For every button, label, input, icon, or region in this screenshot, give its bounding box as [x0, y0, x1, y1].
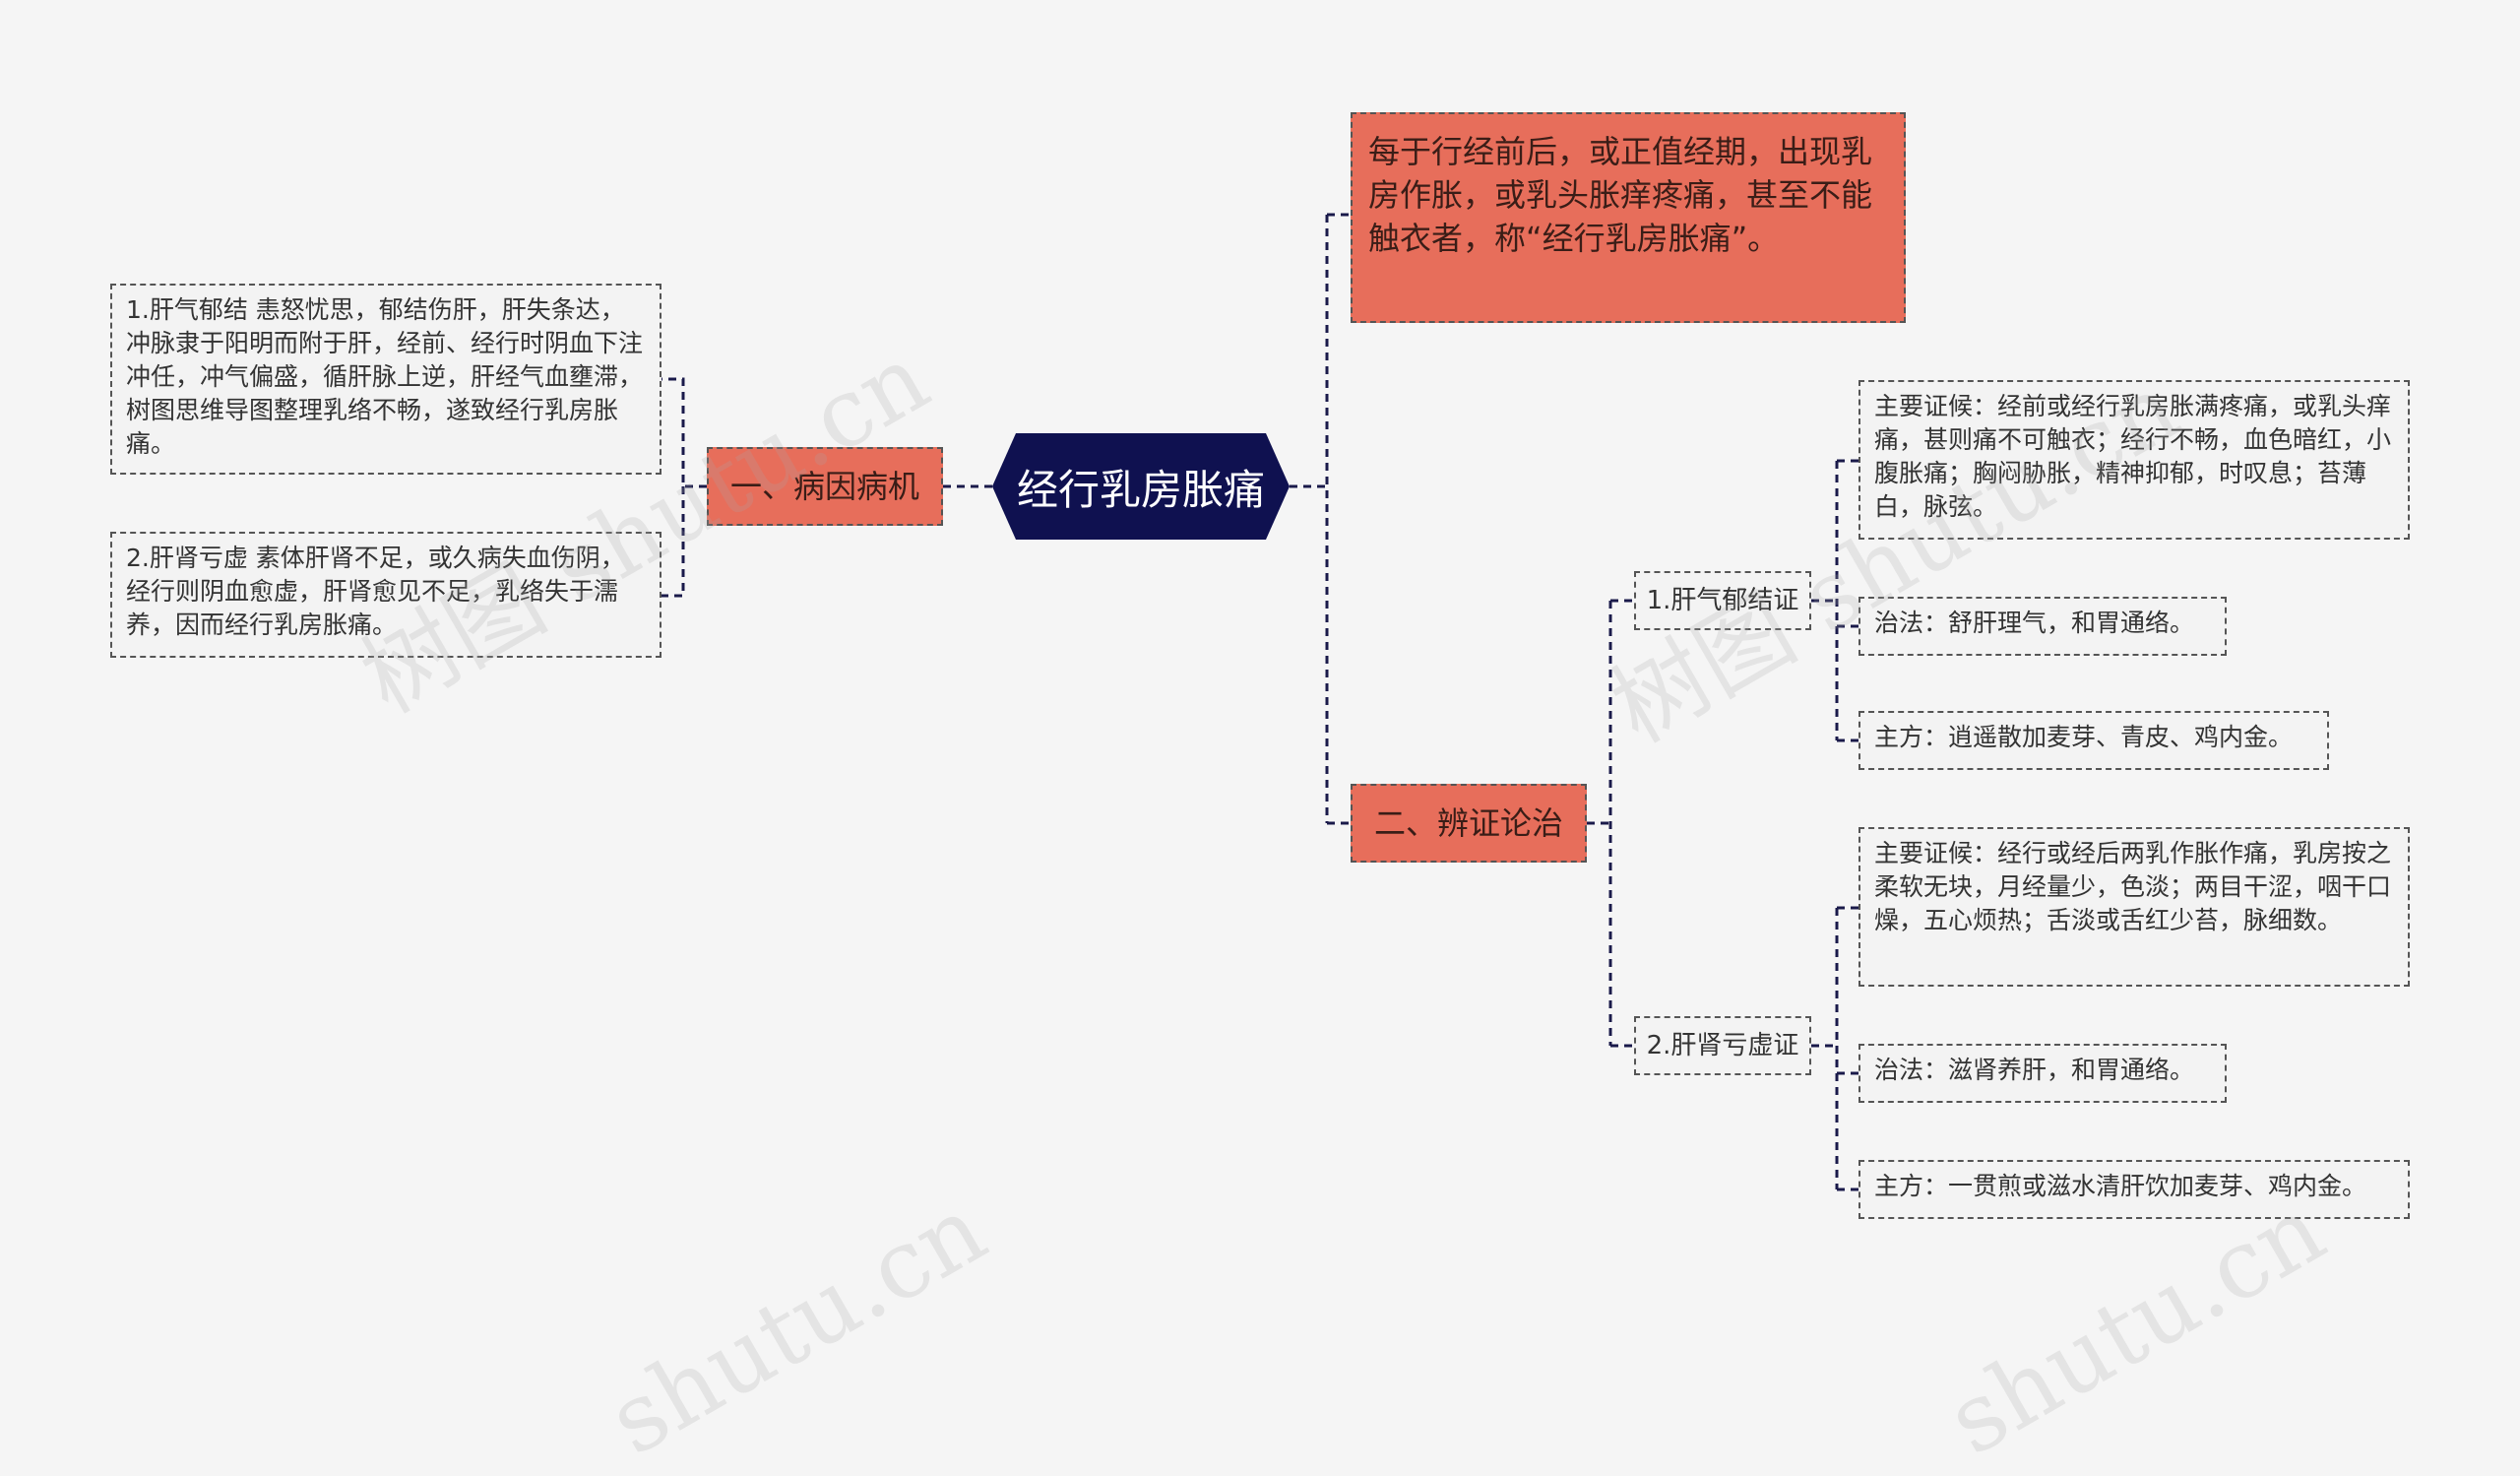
sub-liver-kidney-syndrome[interactable]: 2.肝肾亏虚证: [1634, 1016, 1811, 1075]
branch1-label: 一、病因病机: [729, 468, 919, 505]
sub1-item-symptoms[interactable]: 主要证候：经前或经行乳房胀满疼痛，或乳头痒痛，甚则痛不可触衣；经行不畅，血色暗红…: [1858, 380, 2410, 540]
branch1-item-liver-kidney[interactable]: 2.肝肾亏虚 素体肝肾不足，或久病失血伤阴，经行则阴血愈虚，肝肾愈见不足，乳络失…: [110, 532, 662, 658]
sub2-item-symptoms[interactable]: 主要证候：经行或经后两乳作胀作痛，乳房按之柔软无块，月经量少，色淡；两目干涩，咽…: [1858, 827, 2410, 987]
branch-cause-mechanism[interactable]: 一、病因病机: [707, 447, 943, 526]
sub2-item1-text: 主要证候：经行或经后两乳作胀作痛，乳房按之柔软无块，月经量少，色淡；两目干涩，咽…: [1874, 839, 2392, 934]
sub2-item3-text: 主方：一贯煎或滋水清肝饮加麦芽、鸡内金。: [1874, 1172, 2367, 1200]
sub-liver-qi-syndrome[interactable]: 1.肝气郁结证: [1634, 571, 1811, 630]
sub1-item-treatment[interactable]: 治法：舒肝理气，和胃通络。: [1858, 597, 2227, 656]
sub1-item1-text: 主要证候：经前或经行乳房胀满疼痛，或乳头痒痛，甚则痛不可触衣；经行不畅，血色暗红…: [1874, 392, 2392, 521]
branch-syndrome-treatment[interactable]: 二、辨证论治: [1351, 784, 1587, 863]
mind-map-canvas: 经行乳房胀痛 每于行经前后，或正值经期，出现乳房作胀，或乳头胀痒疼痛，甚至不能触…: [110, 112, 2410, 1476]
intro-topic[interactable]: 每于行经前后，或正值经期，出现乳房作胀，或乳头胀痒疼痛，甚至不能触衣者，称“经行…: [1351, 112, 1906, 323]
branch1-item1-text: 1.肝气郁结 恚怒忧思，郁结伤肝，肝失条达，冲脉隶于阳明而附于肝，经前、经行时阴…: [126, 295, 644, 458]
branch1-item-liver-qi[interactable]: 1.肝气郁结 恚怒忧思，郁结伤肝，肝失条达，冲脉隶于阳明而附于肝，经前、经行时阴…: [110, 284, 662, 475]
root-topic[interactable]: 经行乳房胀痛: [992, 433, 1290, 540]
watermark-bottom-right: shutu.cn: [1929, 1174, 2343, 1476]
sub1-item2-text: 治法：舒肝理气，和胃通络。: [1874, 609, 2195, 637]
sub1-item3-text: 主方：逍遥散加麦芽、青皮、鸡内金。: [1874, 723, 2294, 751]
root-hexagon-shape: [992, 433, 1290, 540]
sub1-item-formula[interactable]: 主方：逍遥散加麦芽、青皮、鸡内金。: [1858, 711, 2329, 770]
branch1-item2-text: 2.肝肾亏虚 素体肝肾不足，或久病失血伤阴，经行则阴血愈虚，肝肾愈见不足，乳络失…: [126, 544, 625, 639]
sub2-label: 2.肝肾亏虚证: [1646, 1031, 1799, 1060]
intro-text: 每于行经前后，或正值经期，出现乳房作胀，或乳头胀痒疼痛，甚至不能触衣者，称“经行…: [1368, 133, 1873, 257]
sub1-label: 1.肝气郁结证: [1646, 586, 1799, 615]
watermark-bottom-left: shutu.cn: [591, 1174, 1004, 1476]
branch2-label: 二、辨证论治: [1373, 804, 1563, 842]
sub2-item-formula[interactable]: 主方：一贯煎或滋水清肝饮加麦芽、鸡内金。: [1858, 1160, 2410, 1219]
root-label: 经行乳房胀痛: [1016, 465, 1265, 514]
sub2-item-treatment[interactable]: 治法：滋肾养肝，和胃通络。: [1858, 1044, 2227, 1103]
sub2-item2-text: 治法：滋肾养肝，和胃通络。: [1874, 1056, 2195, 1084]
